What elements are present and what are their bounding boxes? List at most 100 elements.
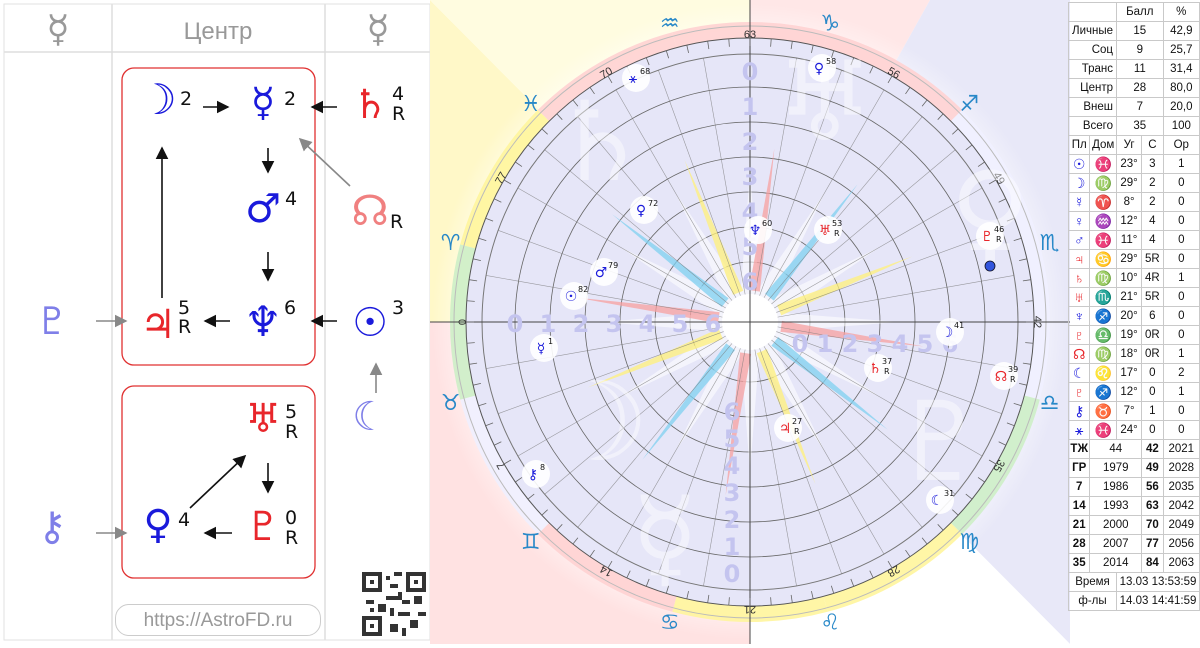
planet-marker-bg [936, 318, 964, 346]
degree-tick [556, 113, 563, 120]
table-cell: 0 [1162, 173, 1200, 193]
degree-tick [665, 585, 670, 594]
degree-tick [478, 237, 487, 242]
inner-age-digit: 2 [724, 506, 741, 534]
degree-tick [850, 578, 855, 587]
table-cell: 2 [1141, 173, 1164, 193]
degree-tick [965, 493, 973, 500]
cycle-cell: ГР [1067, 458, 1091, 478]
degree-tick [1013, 237, 1022, 242]
radial-line [754, 349, 797, 586]
table-cell: 0 [1141, 382, 1164, 402]
zodiac-sign-icon: ♊ [521, 530, 541, 555]
table-cell: 0 [1162, 306, 1200, 326]
radial-line [703, 349, 746, 586]
radial-line [615, 89, 737, 298]
degree-tick [485, 422, 494, 427]
faint-planet-glyph: ☿ [631, 473, 699, 601]
planet-icon: ♆ [1067, 306, 1091, 326]
inner-age-digit: 1 [540, 310, 557, 338]
faint-planet-glyph: ♄ [551, 78, 650, 206]
table-cell: 0 [1162, 192, 1200, 212]
degree-tick [728, 38, 730, 47]
pluto-retro: R [285, 527, 298, 549]
proserpina-icon: ♇ [35, 299, 69, 343]
cycle-cell: ТЖ [1067, 439, 1091, 459]
degree-tick [998, 198, 1007, 203]
planet-marker: ☉82 [560, 282, 588, 310]
table-cell: 0 [1162, 401, 1200, 421]
degree-tick [469, 279, 478, 282]
jupiter-score: 5 [178, 297, 190, 319]
planet-icon: ♀ [814, 61, 824, 77]
jupiter-icon: ♃ [140, 302, 176, 348]
inner-age-digit: 3 [867, 330, 884, 358]
planet-marker-bg [774, 414, 802, 442]
table-cell: Соц [1068, 40, 1117, 60]
inner-age-digit: 3 [724, 479, 741, 507]
cycle-cell: 84 [1141, 553, 1164, 573]
planet-icon: ☉ [1067, 154, 1091, 174]
mars-node: ♂ 4 [245, 186, 297, 232]
sign-icon: ♐ [1089, 382, 1117, 402]
table-cell: 29° [1115, 249, 1143, 269]
planet-icon: ☉ [565, 289, 578, 305]
table-cell: 2 [1162, 363, 1200, 383]
radial-line [777, 275, 1014, 318]
degree-tick [572, 99, 579, 107]
table-cell: 28 [1116, 78, 1164, 98]
degree-tick [1022, 362, 1031, 365]
planet-icon: ♇ [1067, 325, 1091, 345]
cycle-cell: 2007 [1089, 534, 1143, 554]
cycle-cell: 21 [1067, 515, 1091, 535]
degree-label: 63 [744, 29, 756, 41]
cycle-cell: 2000 [1089, 515, 1143, 535]
radial-line [774, 187, 983, 309]
planet-icon: ♂ [595, 265, 608, 281]
current-position-marker [984, 260, 996, 272]
cycle-cell: 2028 [1162, 458, 1200, 478]
sun-score: 3 [392, 297, 404, 319]
table-cell: 42,9 [1162, 21, 1200, 41]
degree-tick [905, 87, 911, 95]
cycle-cell: 14 [1067, 496, 1091, 516]
north-node-retro: R [390, 211, 403, 233]
table-cell: 5R [1141, 249, 1164, 269]
uranus-retro: R [285, 421, 298, 443]
table-cell: 3 [1141, 154, 1164, 174]
degree-tick [686, 590, 689, 599]
planet-marker: ♆60 [744, 216, 772, 244]
table-cell: 14.03 14:41:59 [1116, 591, 1200, 611]
degree-tick [937, 524, 944, 531]
aspect-petal [684, 159, 744, 295]
table-cell: Транс [1068, 59, 1117, 79]
pluto-score: 0 [285, 507, 297, 529]
degree-tick [811, 45, 814, 54]
inner-age-digit: 6 [705, 310, 722, 338]
cycle-cell: 2049 [1162, 515, 1200, 535]
degree-tick [493, 198, 502, 203]
planet-marker-bg [990, 362, 1018, 390]
degree-tick [589, 87, 595, 95]
table-cell: 2 [1141, 192, 1164, 212]
degree-tick [977, 477, 985, 483]
site-url-link[interactable]: https://AstroFD.ru [115, 604, 321, 636]
planet-degree: 41 [954, 321, 964, 330]
cycle-cell: 2014 [1089, 553, 1143, 573]
zodiac-sign-icon: ♌ [820, 610, 840, 635]
qr-code-icon [362, 572, 426, 636]
planet-retro: R [1010, 375, 1016, 384]
planet-degree: 53 [832, 219, 842, 228]
radial-line [486, 275, 723, 318]
planet-marker-bg [976, 222, 1004, 250]
radial-line [498, 331, 724, 414]
planet-icon: ☿ [1067, 192, 1091, 212]
cycle-cell: 28 [1067, 534, 1091, 554]
